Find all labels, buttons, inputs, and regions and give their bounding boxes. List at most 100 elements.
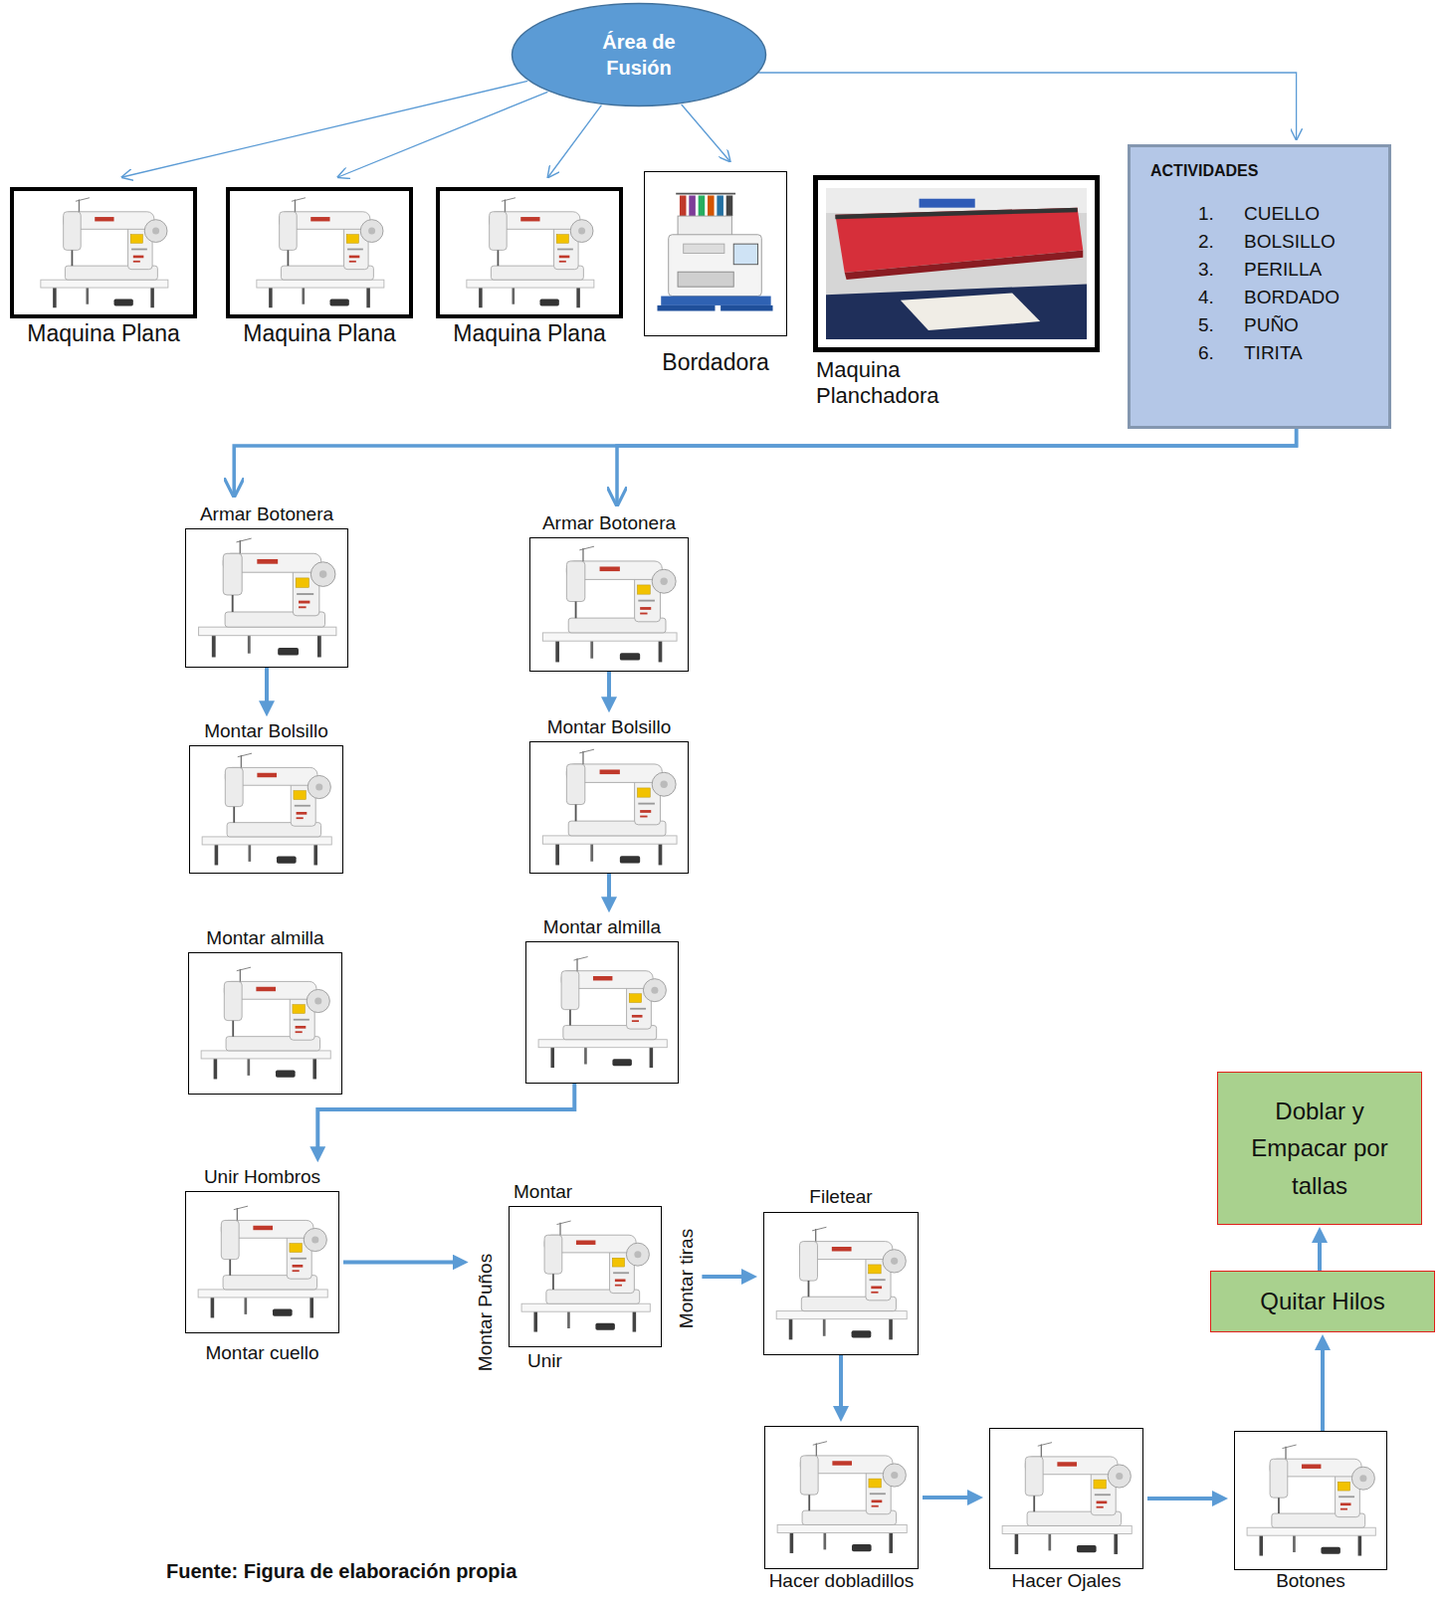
station-label: Botones: [1275, 1570, 1346, 1594]
list-number: 4.: [1198, 283, 1244, 312]
station-label: Montar: [513, 1181, 573, 1205]
figure-caption: Fuente: Figura de elaboración propia: [166, 1560, 517, 1584]
list-number: 2.: [1198, 227, 1244, 256]
finish-box: Quitar Hilos: [1210, 1270, 1436, 1333]
machine-station: Hacer dobladillos: [764, 1426, 919, 1570]
station-label: Montar Bolsillo: [547, 716, 672, 740]
machine-illustration: [195, 751, 338, 868]
machine-station: Maquina Plana: [225, 187, 413, 319]
machine-illustration: [535, 543, 683, 666]
station-label: Armar Botonera: [200, 503, 334, 527]
station-label: Maquina Planchadora: [816, 357, 986, 411]
machine-illustration: [770, 1432, 913, 1564]
station-label: Montar almilla: [543, 916, 661, 940]
step-label: Doblar y Empacar por tallas: [1235, 1092, 1405, 1205]
activities-box: ACTIVIDADES1.CUELLO2.BOLSILLO3.PERILLA4.…: [1127, 144, 1392, 429]
machine-illustration: [194, 958, 337, 1089]
flow-arrow: [607, 671, 612, 708]
flow-arrow: [838, 1355, 843, 1418]
finish-box: Doblar y Empacar por tallas: [1217, 1071, 1423, 1226]
machine-station: Montar almilla: [525, 941, 679, 1084]
machine-icon: [198, 1206, 328, 1318]
machine-station: Armar Botonera: [185, 528, 349, 668]
machine-icon: [466, 198, 595, 308]
machine-station: MontarMontar PuñosUnirMontar tiras: [508, 1206, 662, 1348]
list-item: PUÑO: [1243, 311, 1377, 340]
flow-arrow: [681, 104, 731, 162]
machine-icon: [777, 1442, 907, 1554]
flow-arrow: [607, 873, 612, 908]
machine-icon: [542, 749, 677, 865]
machine-station: Montar almilla: [188, 952, 343, 1095]
flow-arrow: [233, 428, 1296, 496]
flow-arrow: [1147, 1496, 1224, 1501]
station-label: Maquina Plana: [242, 320, 396, 349]
flow-arrow: [1317, 1232, 1322, 1271]
ellipse-outline: [510, 1, 768, 108]
flow-arrow: [758, 72, 1296, 140]
machine-station: Unir HombrosMontar cuello: [185, 1191, 340, 1334]
machine-illustration: [514, 1212, 656, 1342]
list-item: CUELLO: [1243, 200, 1377, 228]
machine-icon: [656, 194, 773, 312]
list-item: TIRITA: [1243, 339, 1377, 368]
machine-icon: [40, 198, 169, 308]
flow-arrow: [343, 1260, 464, 1265]
station-label: Montar tiras: [675, 1229, 699, 1329]
flow-arrow: [617, 428, 1297, 505]
flow-arrow: [338, 91, 549, 178]
machine-illustration: [191, 1197, 334, 1328]
machine-station: Hacer Ojales: [989, 1428, 1144, 1570]
list-number: 6.: [1198, 339, 1244, 368]
list-number: 1.: [1198, 200, 1244, 228]
list-item: BORDADO: [1243, 283, 1377, 312]
station-label: Bordadora: [661, 349, 769, 378]
station-label: Montar cuello: [205, 1342, 319, 1366]
station-label: Maquina Plana: [452, 320, 606, 349]
machine-station: Maquina Plana: [435, 187, 623, 319]
area-title: Área de Fusión: [577, 28, 701, 81]
station-label: Montar Bolsillo: [204, 720, 329, 744]
flow-arrow: [1320, 1339, 1325, 1432]
machine-icon: [1002, 1443, 1132, 1555]
flow-arrow: [548, 105, 603, 178]
machine-station: Filetear: [763, 1212, 919, 1356]
station-label: Maquina Plana: [26, 320, 180, 349]
machine-icon: [542, 546, 677, 662]
list-item: BOLSILLO: [1243, 227, 1377, 256]
list-item: PERILLA: [1243, 255, 1377, 284]
machine-illustration: [191, 534, 343, 662]
station-label: Hacer dobladillos: [769, 1570, 915, 1594]
machine-illustration: [995, 1434, 1138, 1564]
machine-icon: [825, 188, 1087, 340]
step-label: Quitar Hilos: [1259, 1282, 1385, 1320]
machine-station: Maquina Planchadora: [813, 175, 1100, 353]
machine-icon: [201, 967, 331, 1079]
machine-icon: [1246, 1444, 1376, 1557]
machine-illustration: [769, 1218, 913, 1350]
machine-icon: [521, 1221, 650, 1333]
machine-illustration: [234, 196, 405, 310]
machine-illustration: [444, 196, 615, 310]
machine-icon: [202, 753, 332, 865]
machine-illustration: [1239, 1437, 1382, 1565]
machine-illustration: [535, 747, 683, 868]
machine-station: Armar Botonera: [529, 537, 689, 672]
machine-station: Bordadora: [643, 171, 788, 337]
machine-illustration: [825, 188, 1087, 340]
ellipse-shape: [512, 3, 767, 107]
machine-station: Botones: [1234, 1431, 1388, 1571]
machine-icon: [256, 198, 385, 308]
flow-arrow: [701, 1274, 753, 1279]
station-label: Hacer Ojales: [1012, 1570, 1122, 1594]
machine-icon: [776, 1227, 907, 1340]
area-ellipse: Área de Fusión: [510, 1, 768, 108]
machine-illustration: [531, 947, 673, 1078]
machine-illustration: [649, 177, 781, 330]
flow-arrow: [922, 1495, 979, 1500]
station-label: Montar almilla: [206, 927, 324, 951]
list-number: 3.: [1198, 255, 1244, 284]
flow-arrow: [264, 667, 269, 712]
machine-station: Montar Bolsillo: [189, 745, 344, 874]
